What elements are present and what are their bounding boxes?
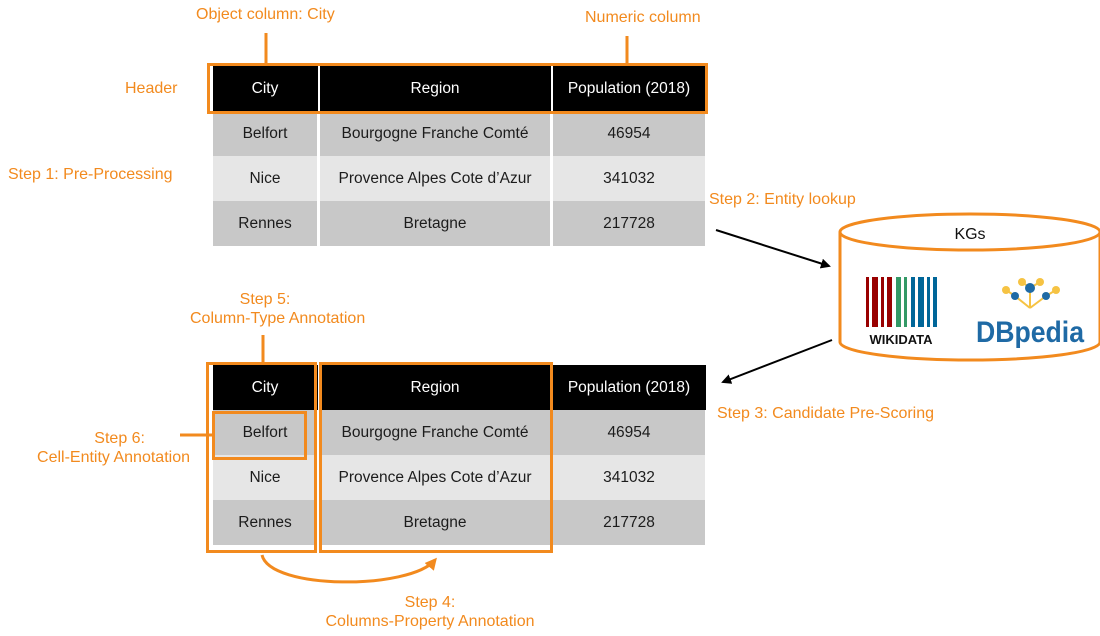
table-cell: Nice <box>210 455 320 500</box>
region-column-highlight-box <box>319 362 553 553</box>
wikidata-logo: WIKIDATA <box>866 277 937 347</box>
step5-label: Step 5: Column-Type Annotation <box>190 290 366 328</box>
table-cell: Bretagne <box>317 500 553 545</box>
step6-line2: Cell-Entity Annotation <box>37 449 190 466</box>
step5-line2: Column-Type Annotation <box>190 310 366 327</box>
table-cell: Bourgogne Franche Comté <box>317 410 553 455</box>
step4-line2: Columns-Property Annotation <box>325 613 535 630</box>
kg-title: KGs <box>954 226 985 243</box>
header-cell-population: Population (2018) <box>550 365 708 410</box>
wikidata-wordmark: WIKIDATA <box>869 332 933 347</box>
step3-label: Step 3: Candidate Pre-Scoring <box>717 405 935 422</box>
table-cell: 341032 <box>550 156 708 201</box>
table-cell: Provence Alpes Cote d’Azur <box>317 455 553 500</box>
header-cell-region: Region <box>317 66 553 111</box>
object-column-label: Object column: City <box>196 6 335 23</box>
table-cell: Rennes <box>210 500 320 545</box>
step5-line1: Step 5: <box>239 291 291 308</box>
table-row: Nice Provence Alpes Cote d’Azur 341032 <box>210 156 708 201</box>
header-cell-region: Region <box>317 365 553 410</box>
table-cell: Nice <box>210 156 320 201</box>
table-row: Rennes Bretagne 217728 <box>210 201 708 246</box>
kg-cylinder: KGs <box>838 212 1100 362</box>
header-label: Header <box>125 80 178 97</box>
table-row: Rennes Bretagne 217728 <box>210 500 708 545</box>
dbpedia-logo: DBpedia <box>976 278 1084 349</box>
table-row: Nice Provence Alpes Cote d’Azur 341032 <box>210 455 708 500</box>
header-highlight-box <box>207 63 708 114</box>
table-header-row: City Region Population (2018) <box>210 66 708 111</box>
city-column-highlight-box <box>206 362 317 553</box>
table-cell: Provence Alpes Cote d’Azur <box>317 156 553 201</box>
step4-label: Step 4: Columns-Property Annotation <box>300 593 560 631</box>
table-cell: Bourgogne Franche Comté <box>317 111 553 156</box>
source-table: City Region Population (2018) Belfort Bo… <box>210 66 708 246</box>
table-header-row: City Region Population (2018) <box>210 365 708 410</box>
table-cell: 217728 <box>550 201 708 246</box>
step6-label: Step 6: Cell-Entity Annotation <box>0 429 190 467</box>
step2-label: Step 2: Entity lookup <box>709 191 856 208</box>
header-cell-city: City <box>210 66 320 111</box>
cell-highlight-box <box>212 411 307 460</box>
candidate-prescoring-arrow <box>721 339 833 384</box>
table-cell: 46954 <box>550 410 708 455</box>
table-cell: 46954 <box>550 111 708 156</box>
table-cell: Belfort <box>210 111 320 156</box>
numeric-column-label: Numeric column <box>585 9 701 26</box>
header-cell-population: Population (2018) <box>550 66 708 111</box>
header-cell-city: City <box>210 365 320 410</box>
dbpedia-wordmark: DBpedia <box>976 316 1084 349</box>
step4-curved-arrow <box>260 554 437 584</box>
entity-lookup-arrow <box>715 229 831 269</box>
step4-line1: Step 4: <box>404 594 456 611</box>
table-cell: Rennes <box>210 201 320 246</box>
table-cell: Bretagne <box>317 201 553 246</box>
step6-line1: Step 6: <box>94 430 145 447</box>
table-cell: 217728 <box>550 500 708 545</box>
table-cell: 341032 <box>550 455 708 500</box>
step1-label: Step 1: Pre-Processing <box>8 166 173 183</box>
table-row: Belfort Bourgogne Franche Comté 46954 <box>210 111 708 156</box>
